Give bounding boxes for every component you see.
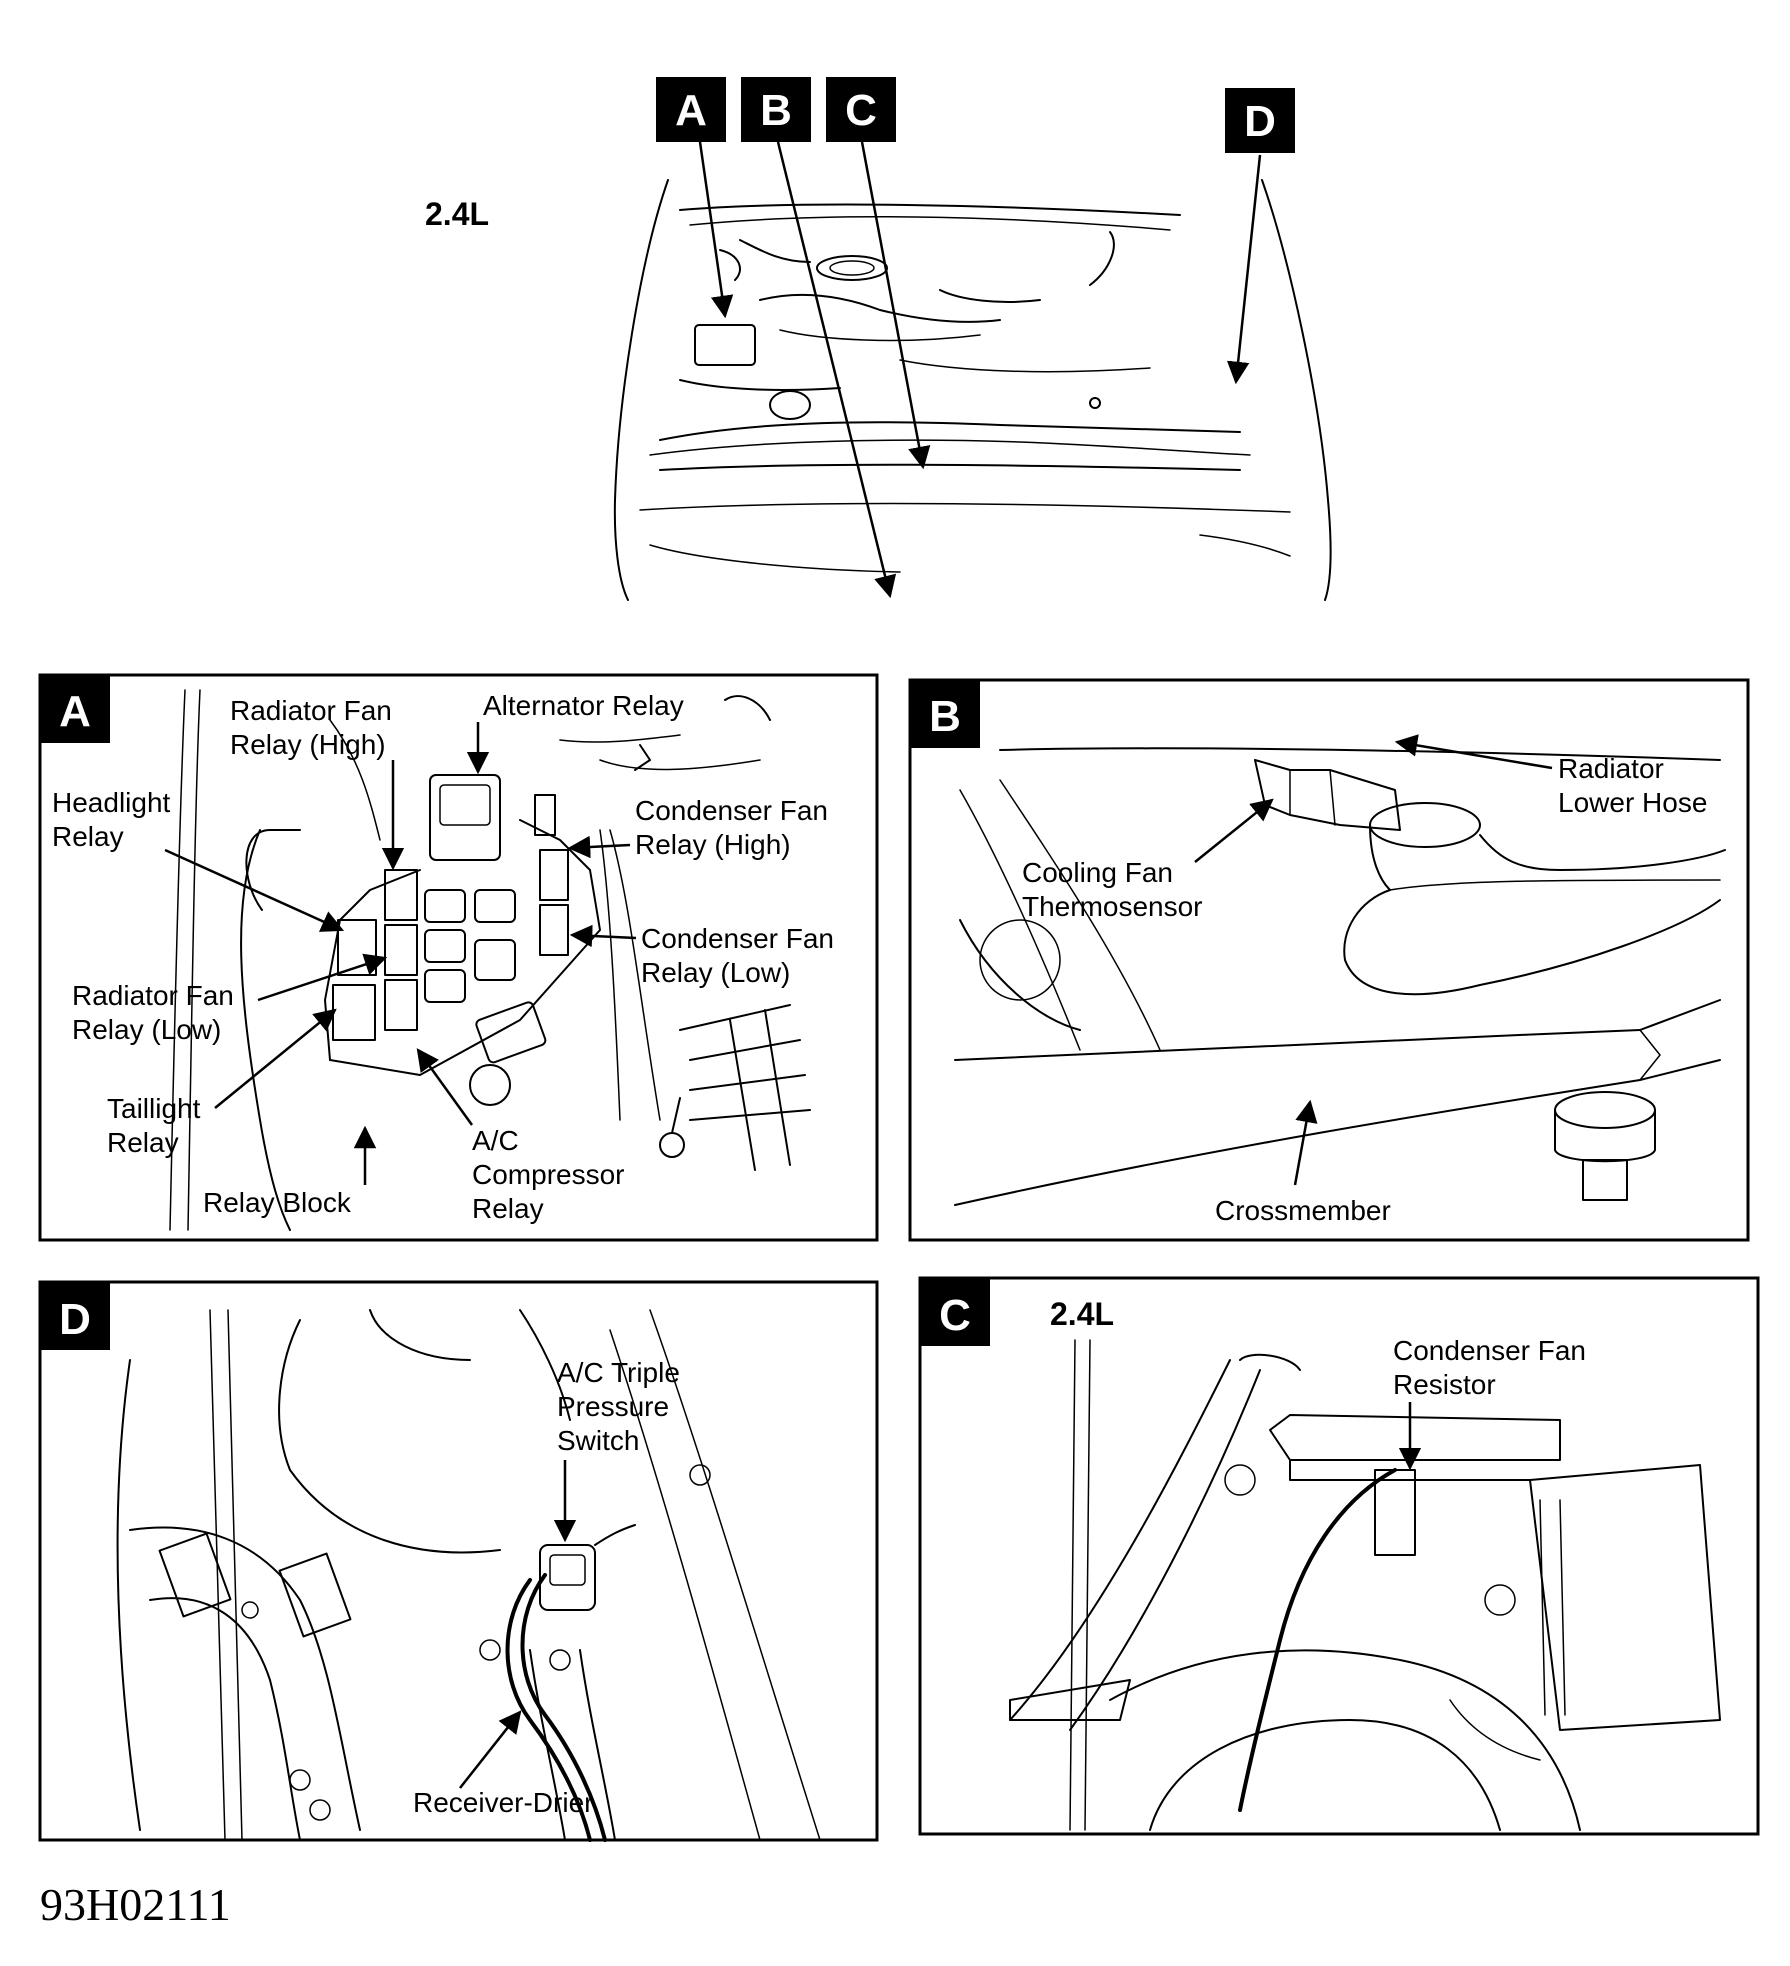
panel-a-tag: A: [59, 687, 91, 736]
panel-c: C 2.4L Condenser Fan Resistor: [918, 1276, 1760, 1836]
svg-text:C: C: [845, 86, 877, 135]
label-ac-compressor-relay: A/C Compressor Relay: [472, 1125, 632, 1224]
label-alternator-relay: Alternator Relay: [483, 690, 684, 721]
label-condenser-fan-relay-high: Condenser Fan Relay (High): [635, 795, 836, 860]
label-cooling-fan-thermosensor: Cooling Fan Thermosensor: [1022, 857, 1203, 922]
panel-b-tag: B: [929, 692, 961, 741]
label-condenser-fan-resistor: Condenser Fan Resistor: [1393, 1335, 1594, 1400]
figure-code: 93H02111: [40, 1879, 231, 1930]
label-relay-block: Relay Block: [203, 1187, 352, 1218]
label-radiator-fan-relay-low: Radiator Fan Relay (Low): [72, 980, 242, 1045]
label-taillight-relay: Taillight Relay: [107, 1093, 208, 1158]
panel-a: A: [38, 673, 879, 1242]
label-condenser-fan-relay-low: Condenser Fan Relay (Low): [641, 923, 842, 988]
panel-d: D A/C Triple Pressure Switch: [38, 1280, 879, 1842]
panel-c-engine-label: 2.4L: [1050, 1296, 1114, 1332]
label-receiver-drier: Receiver-Drier: [413, 1787, 593, 1818]
label-radiator-lower-hose: Radiator Lower Hose: [1558, 753, 1707, 818]
label-ac-triple-pressure-switch: A/C Triple Pressure Switch: [557, 1357, 688, 1456]
engine-bay-overview: [613, 141, 1332, 601]
label-crossmember: Crossmember: [1215, 1195, 1391, 1226]
tag-d-overview: D: [1225, 88, 1295, 153]
svg-text:A: A: [675, 86, 707, 135]
panel-c-tag: C: [939, 1291, 971, 1340]
label-headlight-relay: Headlight Relay: [52, 787, 178, 852]
panel-b: B Radiator Lower Hose Cooling Fan Thermo…: [908, 678, 1750, 1242]
svg-text:D: D: [1244, 97, 1276, 146]
tag-a-overview: A: [656, 77, 726, 142]
svg-text:B: B: [760, 86, 792, 135]
panel-d-tag: D: [59, 1295, 91, 1344]
tag-b-overview: B: [741, 77, 811, 142]
engine-label: 2.4L: [425, 196, 489, 232]
tag-c-overview: C: [826, 77, 896, 142]
label-radiator-fan-relay-high: Radiator Fan Relay (High): [230, 695, 400, 760]
